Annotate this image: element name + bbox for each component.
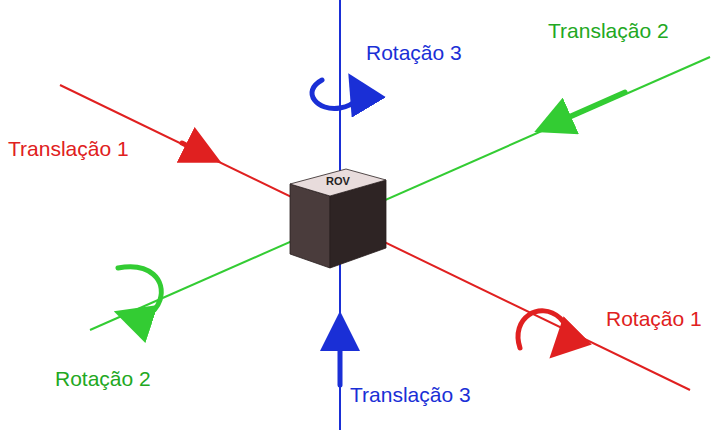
axis-label: Rotação 1	[606, 308, 702, 329]
cube-top-face	[290, 169, 386, 196]
cube-left-face	[290, 184, 330, 268]
translation-arrow	[338, 326, 343, 385]
rov-cube: ROV	[286, 166, 390, 274]
rotation-arrow	[118, 267, 161, 317]
rotation-arrow	[312, 80, 358, 109]
green-axis	[90, 57, 710, 330]
axis-label: Rotação 3	[366, 42, 462, 63]
translation-arrow	[182, 143, 208, 156]
red-axis	[60, 85, 690, 390]
axis-label: Translação 1	[8, 138, 129, 159]
axis-label: Translação 2	[548, 20, 669, 41]
cube-label: ROV	[326, 176, 350, 187]
axis-label: Translação 3	[350, 384, 471, 405]
rotation-arrow	[518, 311, 567, 348]
axis-label: Rotação 2	[55, 368, 151, 389]
translation-arrow	[548, 92, 625, 126]
